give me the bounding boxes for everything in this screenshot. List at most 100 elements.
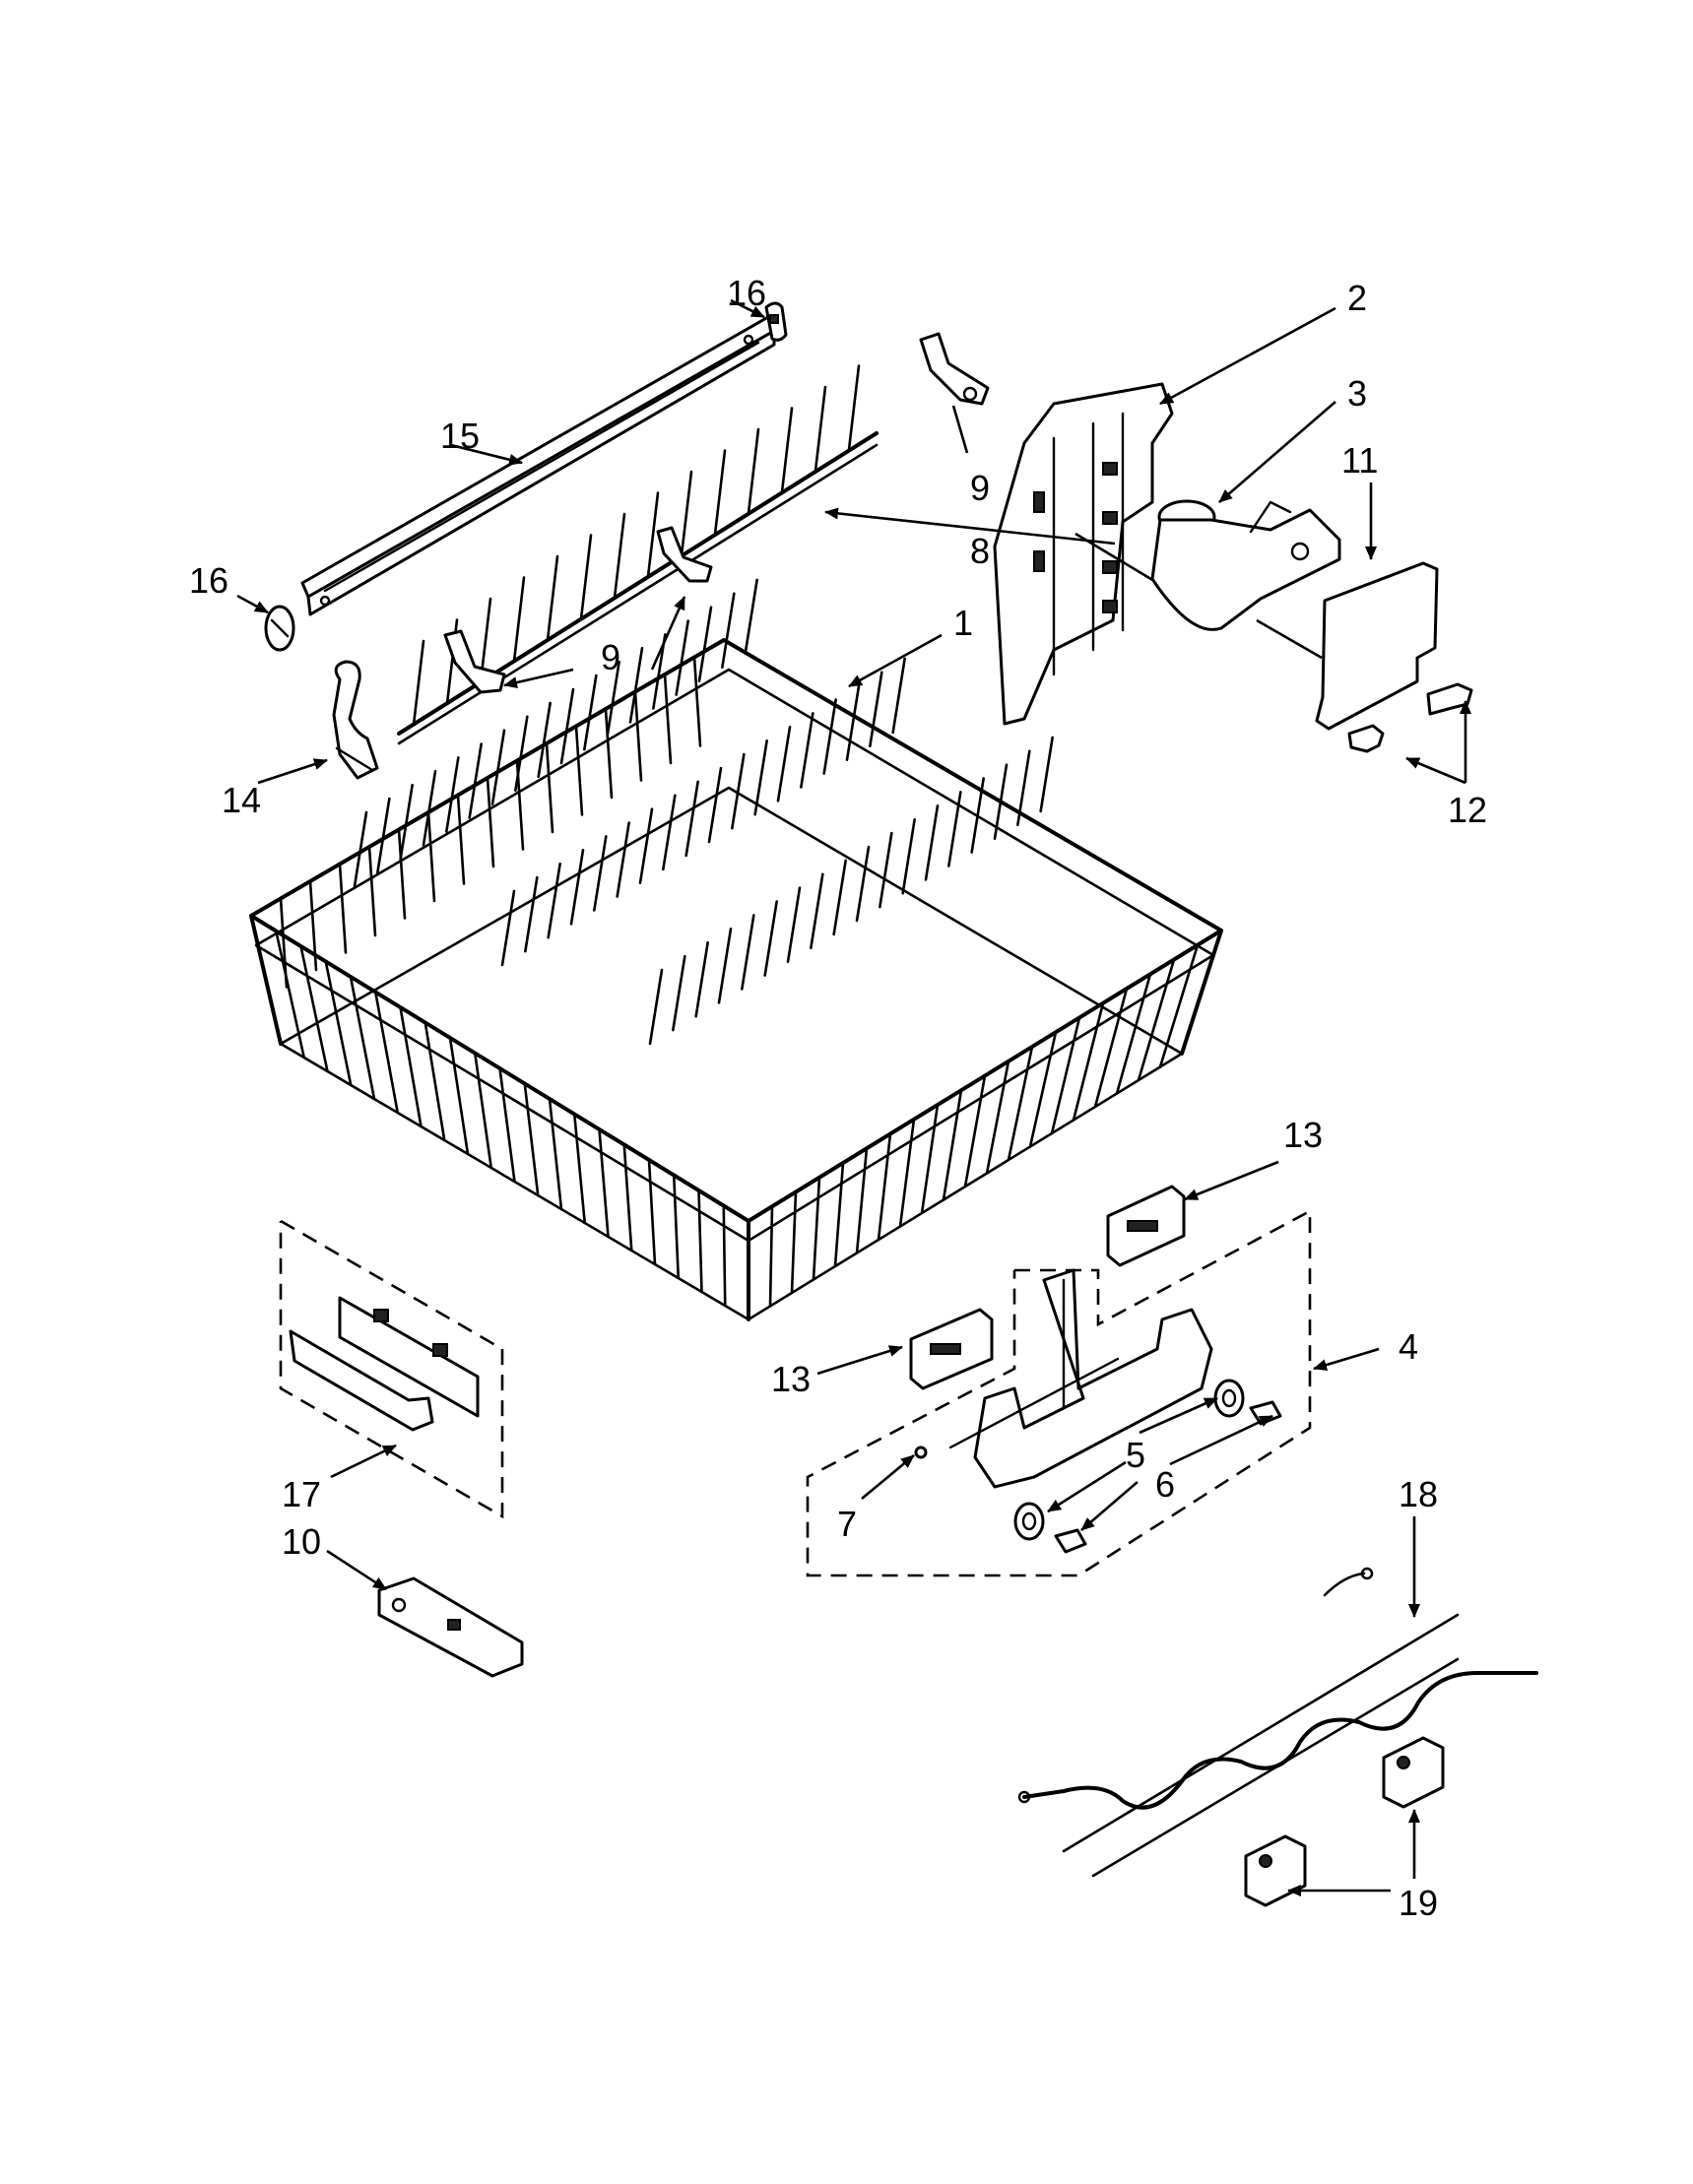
wire-segment (845, 684, 861, 761)
wire-segment (879, 831, 893, 909)
wire-segment (901, 817, 916, 895)
wire-segment (569, 849, 585, 926)
wire-segment (877, 1132, 892, 1242)
wire-segment (1016, 749, 1031, 827)
wire-segment (537, 701, 552, 779)
part-1-upper-rack (249, 578, 1223, 1321)
wire-segment (638, 807, 654, 884)
wire-segment (855, 845, 871, 923)
wire-segment (692, 656, 702, 747)
wire-segment (604, 707, 614, 800)
part-15-rail (300, 315, 776, 616)
part-9-clip-top (919, 332, 990, 406)
wire-segment (747, 427, 760, 515)
wire-segment (680, 470, 693, 557)
part-16-end-cap-left (264, 605, 295, 652)
wire-segment (324, 960, 353, 1087)
callout-15: 15 (440, 416, 480, 456)
wire-segment (473, 1052, 493, 1170)
wire-segment (299, 944, 329, 1073)
part-17-group (279, 1219, 504, 1519)
wire-segment (512, 576, 526, 663)
wire-segment (786, 886, 802, 963)
wire-segment (423, 1021, 446, 1142)
wire-segment (675, 619, 689, 696)
wire-segment (547, 862, 561, 939)
wire-segment (800, 712, 814, 789)
wire-segment (753, 739, 768, 816)
wire-segment (1115, 972, 1152, 1095)
part-4-group (806, 1208, 1312, 1577)
wire-segment (574, 725, 584, 816)
wire-segment (353, 810, 368, 888)
wire-segment (486, 776, 495, 868)
callout-17: 17 (282, 1474, 321, 1514)
wire-segment (308, 879, 318, 972)
wire-segment (376, 797, 391, 874)
callout-14: 14 (222, 780, 261, 820)
wire-segment (613, 512, 626, 600)
wire-segment (583, 674, 598, 751)
wire-segment (721, 592, 736, 670)
wire-segment (993, 763, 1009, 840)
callout-11: 11 (1341, 440, 1378, 481)
wire-segment (744, 578, 758, 656)
wire-segment (780, 407, 794, 493)
wire-segment (1093, 987, 1129, 1109)
wire-segment (763, 900, 778, 977)
wire-segment (663, 673, 673, 765)
wire-segment (498, 1066, 516, 1184)
wire-segment (672, 954, 686, 1032)
wire-segment (523, 1082, 540, 1197)
wire-segment (399, 783, 414, 861)
wire-segment (920, 1103, 940, 1215)
part-2-housing (993, 382, 1174, 726)
wire-segment (397, 828, 407, 920)
callout-19: 19 (1399, 1883, 1438, 1923)
callout-16-top: 16 (727, 273, 766, 313)
wire-segment (970, 777, 985, 854)
wire-segment (847, 364, 861, 451)
wire-segment (274, 930, 306, 1060)
wire-segment (694, 940, 709, 1018)
wire-segment (942, 1088, 963, 1201)
wire-segment (490, 729, 506, 805)
wire-segment (684, 780, 699, 858)
leader-lines (236, 298, 1471, 1896)
wire-segment (717, 928, 733, 1004)
wire-segment (445, 756, 460, 833)
wire-segment (869, 671, 883, 748)
wire-segment (924, 804, 940, 881)
wire-segment (456, 794, 466, 885)
wire-segment (628, 647, 644, 724)
wire-segment (832, 859, 847, 936)
wire-segment (598, 1127, 610, 1239)
wire-segment (349, 975, 376, 1101)
wire-segment (524, 875, 539, 953)
callout-2: 2 (1347, 278, 1367, 318)
wire-segment (399, 1005, 423, 1128)
callout-1: 1 (953, 603, 973, 643)
wire-segment (548, 1097, 563, 1211)
wire-segment (722, 1204, 727, 1308)
part-10-bracket (377, 1576, 524, 1678)
wire-segment (776, 726, 792, 803)
callout-18: 18 (1399, 1474, 1438, 1514)
callout-16-left: 16 (189, 560, 228, 601)
wire-segment (814, 385, 827, 473)
wire-segment (633, 690, 643, 782)
wire-segment (468, 742, 483, 819)
callout-3: 3 (1347, 373, 1367, 414)
wire-segment (1028, 1030, 1058, 1148)
callout-5: 5 (1126, 1435, 1145, 1475)
wire-segment (898, 1118, 916, 1228)
part-12-screw-b (1347, 724, 1385, 753)
wire-segment (426, 810, 436, 903)
wire-segment (373, 991, 400, 1115)
wire-segment (412, 639, 425, 727)
wire-segment (1137, 958, 1176, 1082)
wire-segment (662, 794, 677, 871)
wire-segment (1050, 1016, 1081, 1135)
wire-segment (572, 1113, 587, 1225)
part-9-clip-left (443, 629, 506, 694)
